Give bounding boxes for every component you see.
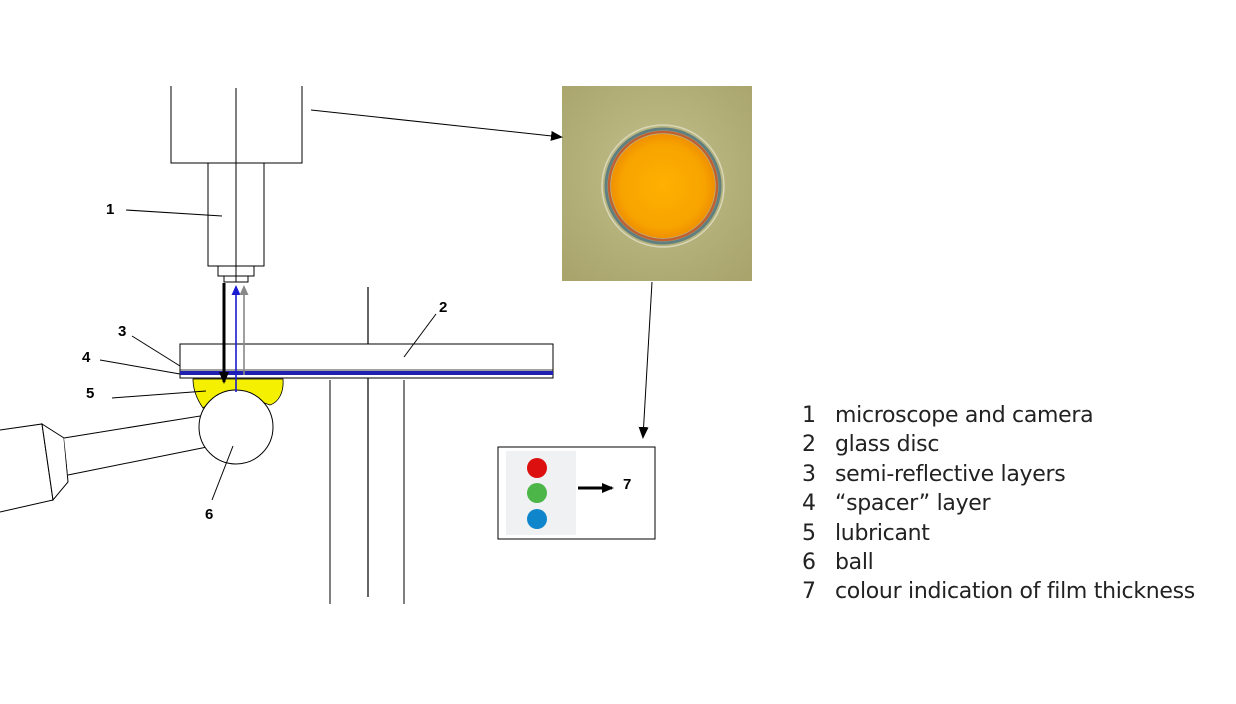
callout-4: 4 [82,349,91,366]
camera-to-image-arrow [310,109,563,141]
colour-dot-blue [527,509,547,529]
legend-text: glass disc [835,432,940,458]
legend: 1 microscope and camera 2 glass disc 3 semi… [802,401,1195,607]
contact-spot [611,134,715,238]
callout-2: 2 [439,299,447,316]
leader-lines [99,209,437,501]
legend-item: 4 “spacer” layer [802,489,1195,518]
callout-7: 7 [623,476,631,493]
ball [198,389,274,465]
colour-indication-box [497,446,656,540]
image-to-colour-box-arrow [638,281,653,439]
legend-text: microscope and camera [835,403,1094,428]
legend-text: lubricant [835,520,930,546]
legend-text: semi-reflective layers [835,461,1066,487]
interferogram-image [562,86,752,281]
disc-shaft [329,287,405,604]
glass-disc [179,343,554,379]
legend-text: ball [835,549,874,575]
legend-number: 1 [802,403,816,428]
legend-number: 3 [802,461,816,487]
legend-number: 2 [802,432,816,458]
legend-text: “spacer” layer [835,491,991,517]
spacer-layer [180,371,553,375]
legend-item: 5 lubricant [802,519,1195,548]
legend-item: 1 microscope and camera [802,401,1195,430]
colour-dot-green [527,483,547,503]
ball-holder-arm [0,415,213,513]
callout-6: 6 [205,506,213,523]
legend-number: 6 [802,549,816,575]
callout-1: 1 [106,201,114,218]
legend-number: 7 [802,579,816,605]
legend-text: colour indication of film thickness [835,579,1195,605]
legend-number: 5 [802,520,816,546]
light-beams [219,283,249,392]
legend-item: 2 glass disc [802,430,1195,459]
microscope-and-camera [170,86,303,283]
legend-item: 6 ball [802,548,1195,577]
legend-item: 7 colour indication of film thickness [802,577,1195,606]
legend-number: 4 [802,491,816,517]
callout-5: 5 [86,385,94,402]
callout-3: 3 [118,323,126,340]
colour-dot-red [527,458,547,478]
legend-item: 3 semi-reflective layers [802,460,1195,489]
